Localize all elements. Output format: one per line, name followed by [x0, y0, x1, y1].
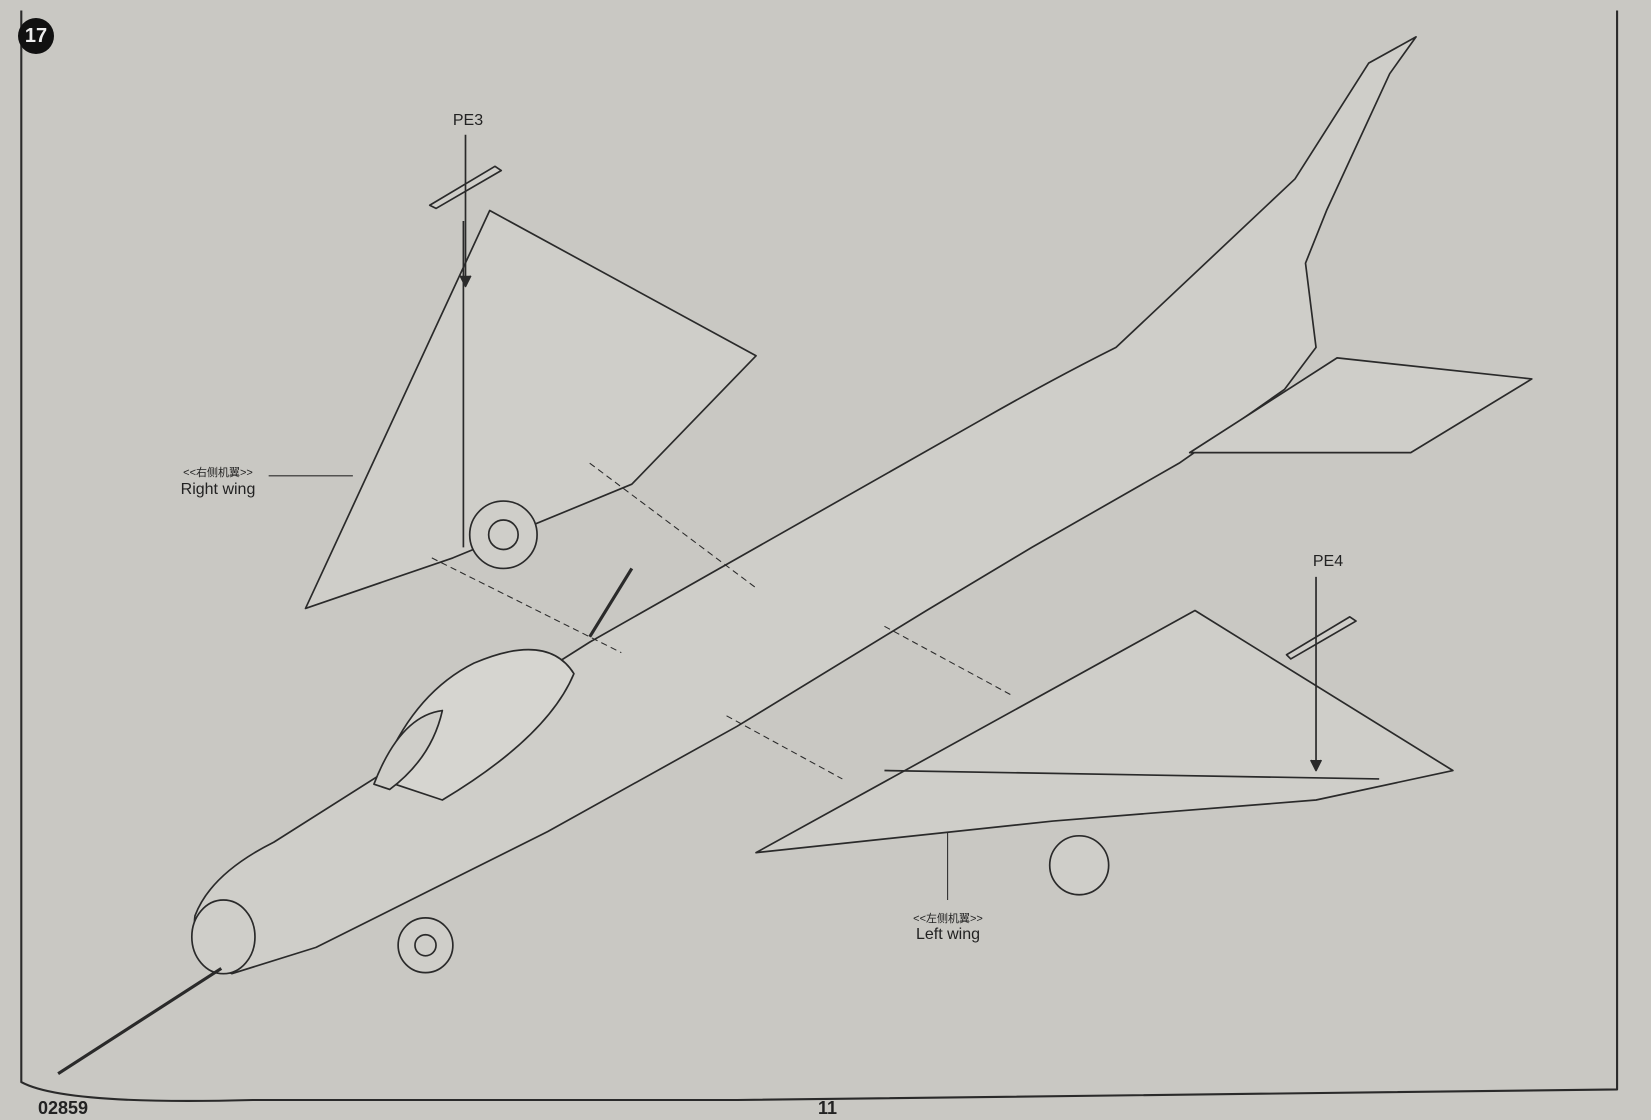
- leader-lines: [268, 462, 1012, 900]
- step-frame: [20, 10, 1619, 1103]
- part-label-pe4: PE4: [1312, 553, 1344, 570]
- left-wing: [755, 609, 1454, 896]
- step-number-badge: 17: [18, 18, 54, 54]
- nose-gear: [397, 917, 454, 974]
- left-wing-label: Left wing: [915, 926, 981, 943]
- right-wing-label: Right wing: [180, 481, 256, 498]
- part-label-pe3: PE3: [452, 112, 484, 129]
- page-number: 11: [818, 1098, 838, 1118]
- product-code: 02859: [38, 1098, 89, 1118]
- right-wing: [304, 209, 757, 610]
- part-pe3: [428, 134, 503, 288]
- tailplane: [1188, 357, 1533, 454]
- left-wing-label-cn: <<左侧机翼>>: [913, 913, 983, 925]
- fuselage: [190, 35, 1417, 975]
- pitot-probe: [57, 967, 223, 1076]
- right-wing-label-cn: <<右侧机翼>>: [183, 467, 253, 479]
- part-pe4: [1285, 576, 1357, 772]
